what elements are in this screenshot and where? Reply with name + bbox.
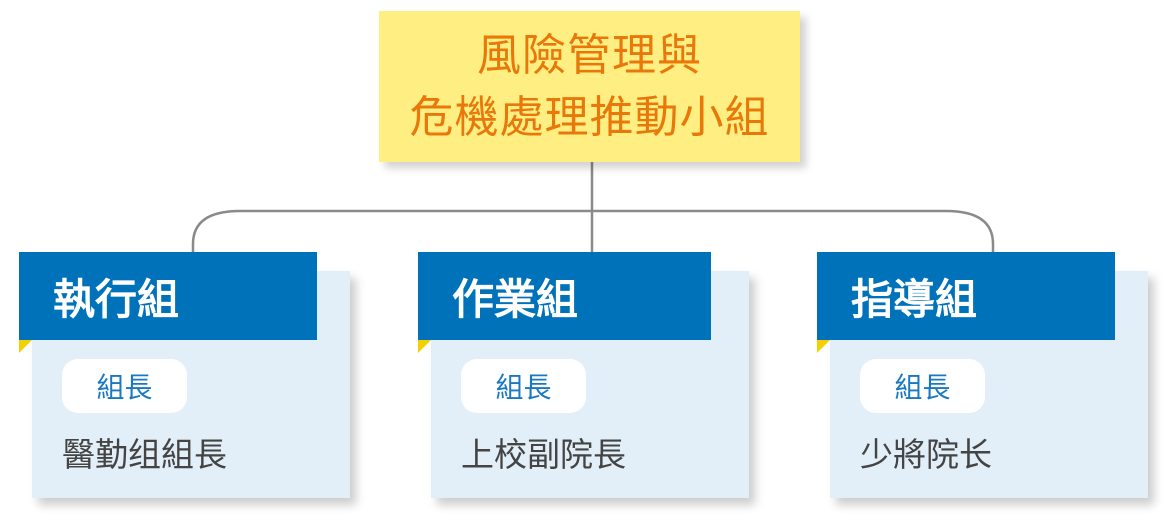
root-title-line-1: 風險管理與: [477, 29, 702, 81]
group-name: 作業組: [418, 252, 711, 340]
group-name: 執行組: [19, 252, 317, 340]
corner-accent: [817, 340, 830, 353]
role-label-pill: 組長: [860, 359, 985, 413]
role-text: 少將院长: [860, 435, 992, 474]
role-text: 上校副院長: [461, 435, 626, 474]
role-text: 醫勤组組長: [62, 435, 227, 474]
corner-accent: [19, 340, 32, 353]
role-label-pill: 組長: [62, 359, 187, 413]
root-node: 風險管理與 危機處理推動小組: [379, 11, 800, 162]
role-label-pill: 組長: [461, 359, 586, 413]
root-title-line-2: 危機處理推動小組: [409, 91, 770, 143]
group-name: 指導組: [817, 252, 1115, 340]
corner-accent: [418, 340, 431, 353]
